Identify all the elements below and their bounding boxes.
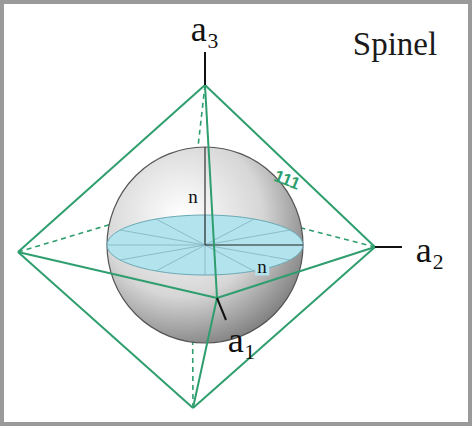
disc-spoke bbox=[205, 245, 303, 246]
normal-label: n bbox=[255, 257, 269, 276]
normal-axis bbox=[204, 147, 205, 245]
disc-spoke bbox=[120, 230, 205, 245]
disc-spoke bbox=[156, 219, 205, 245]
disc-spoke bbox=[120, 245, 205, 260]
sphere bbox=[107, 147, 303, 343]
disc-spoke bbox=[205, 230, 290, 245]
axis-label: a₃ bbox=[191, 11, 220, 47]
disc-spoke bbox=[205, 245, 290, 260]
axis-label: a₂ bbox=[416, 232, 445, 268]
normal-radius bbox=[205, 244, 303, 245]
octahedron-face bbox=[18, 85, 375, 298]
crystal-axes bbox=[205, 52, 402, 320]
disc-spoke bbox=[156, 245, 205, 271]
disc-spoke bbox=[107, 245, 205, 246]
hidden-edges bbox=[18, 85, 375, 408]
normal-label: n bbox=[188, 187, 198, 206]
visible-edges bbox=[18, 85, 375, 408]
disc-spoke bbox=[205, 245, 206, 275]
axis-label: a₁ bbox=[228, 322, 257, 358]
disc-spoke bbox=[205, 245, 254, 271]
mineral-title: Spinel bbox=[353, 28, 437, 61]
